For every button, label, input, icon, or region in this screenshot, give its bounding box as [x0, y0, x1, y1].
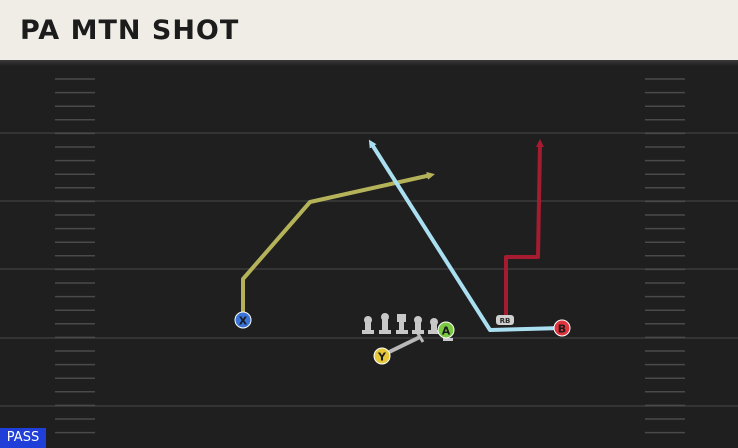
- player-b-label: B: [558, 323, 566, 336]
- lineman-icon: [412, 316, 424, 334]
- play-header: PA MTN SHOT: [0, 0, 738, 60]
- player-b: B: [553, 319, 571, 337]
- field-surface: [0, 66, 738, 448]
- center-icon: [396, 314, 408, 334]
- player-x: X: [234, 311, 252, 329]
- rb-token: RB: [496, 315, 514, 325]
- play-type-badge: PASS: [0, 428, 46, 448]
- player-y-label: Y: [377, 351, 387, 364]
- lineman-icon: [379, 313, 391, 334]
- hash-marks: [55, 78, 685, 434]
- lineman-icon: [362, 316, 374, 334]
- lineman-icon: [428, 318, 440, 334]
- header-shadow: [0, 60, 738, 66]
- yard-lines: [0, 132, 738, 407]
- player-y: Y: [373, 347, 391, 365]
- player-x-label: X: [239, 315, 248, 328]
- lineman-icon: [443, 338, 453, 341]
- route-a-post: [368, 139, 563, 332]
- offensive-line: [362, 313, 453, 341]
- play-title: PA MTN SHOT: [20, 15, 240, 46]
- player-a-label: A: [442, 325, 451, 338]
- route-b-out-and-up: [504, 139, 544, 320]
- player-a: A: [437, 321, 455, 339]
- rb-label: RB: [500, 317, 511, 325]
- route-x-corner-post: [241, 171, 435, 320]
